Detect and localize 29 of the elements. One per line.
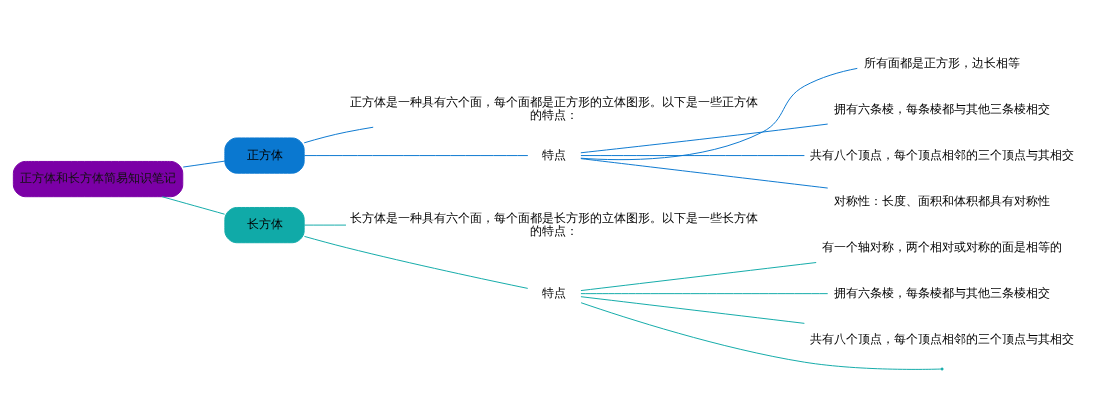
- node-point: [940, 367, 944, 371]
- node-text: 拥有六条棱，每条棱都与其他三条棱相交: [834, 285, 1051, 300]
- node-text: 所有面都是正方形，边长相等: [864, 55, 1021, 70]
- node-text: 正方体是一种具有六个面，每个面都是正方形的立体图形。以下是一些正方体的特点：: [350, 94, 759, 122]
- connector: [580, 301, 942, 370]
- node-box: 正方体和长方体简易知识笔记: [12, 160, 184, 197]
- connector: [161, 195, 226, 215]
- node-text: 共有八个顶点，每个顶点相邻的三个顶点与其相交: [810, 147, 1075, 162]
- node-text: 有一个轴对称，两个相对或对称的面是相等的: [822, 239, 1063, 254]
- node-box: 正方体: [224, 136, 305, 174]
- connector: [303, 235, 529, 289]
- connector: [580, 261, 817, 291]
- connector: [580, 154, 805, 156]
- connector: [303, 126, 374, 143]
- connector: [580, 295, 805, 324]
- connector: [580, 157, 829, 189]
- node-text: 共有八个顶点，每个顶点相邻的三个顶点与其相交: [810, 331, 1075, 346]
- node-text: 长方体是一种具有六个面，每个面都是长方形的立体图形。以下是一些长方体的特点：: [350, 210, 759, 237]
- node-text: 对称性：长度、面积和体积都具有对称性: [834, 193, 1051, 208]
- connector: [580, 292, 829, 294]
- node-box: 长方体: [224, 206, 305, 243]
- connector: [303, 154, 529, 156]
- connector: [580, 123, 829, 153]
- connector: [580, 67, 858, 160]
- node-text: 拥有六条棱，每条棱都与其他三条棱相交: [834, 101, 1051, 116]
- connector: [182, 160, 226, 168]
- connector: [303, 224, 347, 226]
- node-text: 特点: [542, 285, 567, 300]
- node-text: 特点: [542, 147, 567, 162]
